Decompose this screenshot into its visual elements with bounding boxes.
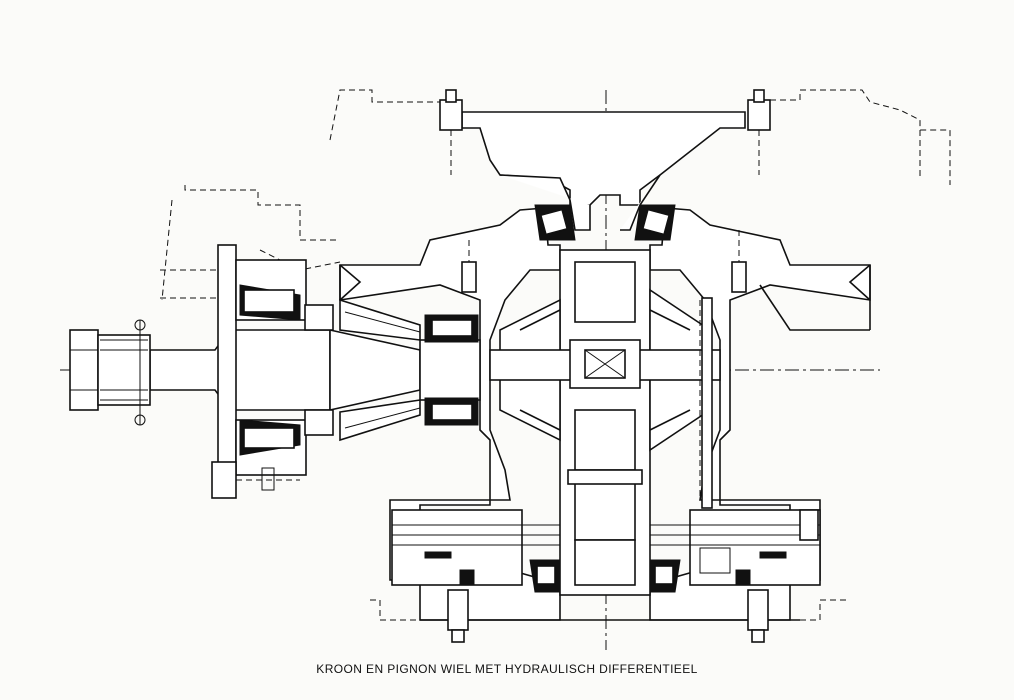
top-right-bolt [747, 99, 771, 131]
lower-bearings [529, 559, 681, 593]
pinion-shaft [149, 298, 481, 442]
center-shaft [559, 249, 651, 596]
housing-outline-left [339, 265, 871, 330]
pinion-bearing-housing [211, 244, 334, 499]
top-cover-plate [439, 89, 771, 231]
differential-cross-shaft [489, 339, 721, 389]
hydraulic-section [391, 297, 821, 586]
upper-bearings [534, 204, 676, 241]
crown-wheel [499, 288, 711, 452]
top-left-bolt [439, 99, 463, 131]
phantom-housing-upper-right [770, 89, 951, 185]
bottom-base [370, 589, 850, 643]
housing-bolts [461, 230, 747, 293]
phantom-housing-upper-left [160, 89, 440, 301]
figure-caption: KROON EN PIGNON WIEL MET HYDRAULISCH DIF… [316, 662, 698, 676]
pinion-nut [69, 319, 151, 426]
inner-pinion-bearing [424, 314, 479, 426]
